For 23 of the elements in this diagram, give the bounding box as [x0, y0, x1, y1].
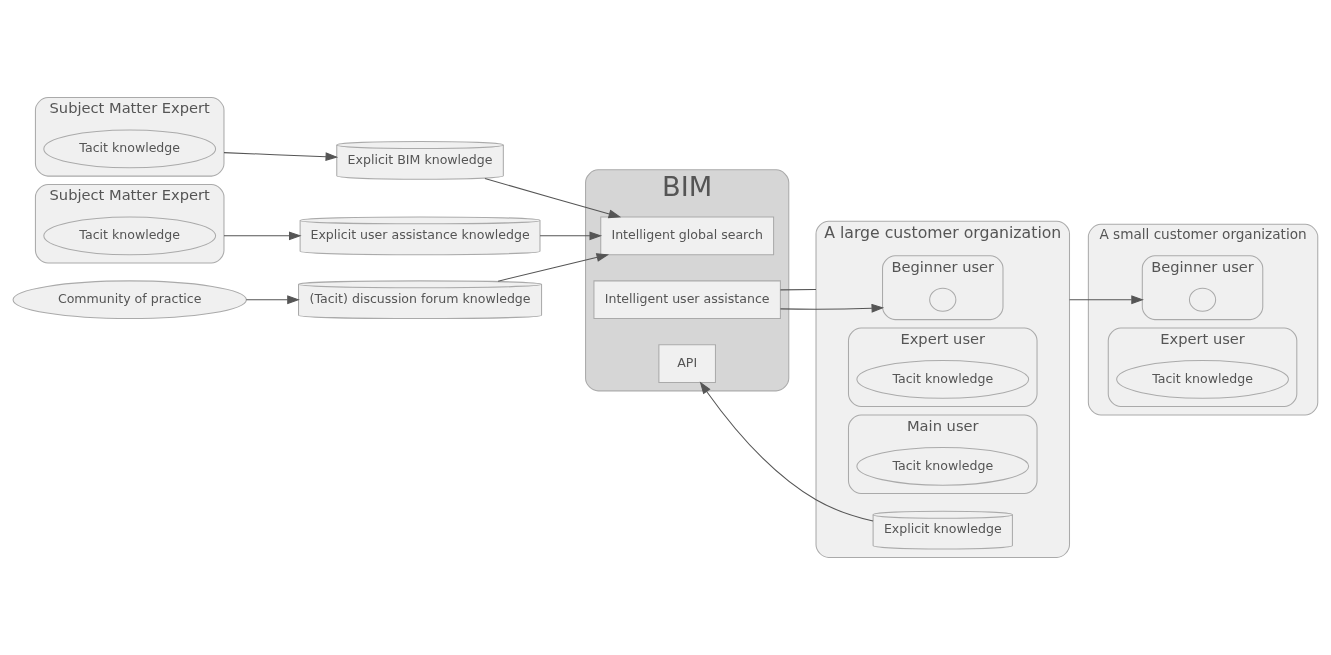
node-ellipse: Tacit knowledge [43, 129, 217, 169]
node-cloud [1188, 287, 1217, 312]
arrow [497, 253, 610, 282]
cluster: Beginner user [882, 255, 1004, 321]
node-ellipse: Tacit knowledge [856, 446, 1030, 486]
node-ellipse: Community of practice [12, 280, 247, 320]
arrow [223, 152, 339, 162]
node-ellipse: Tacit knowledge [43, 216, 217, 256]
arrow [245, 295, 300, 305]
connector [779, 289, 817, 291]
arrow [484, 178, 622, 219]
node-box: Intelligent user assistance [593, 280, 781, 320]
arrow [539, 231, 603, 241]
node-box: API [658, 344, 716, 383]
cluster: Beginner user [1141, 255, 1264, 321]
node-cloud [929, 287, 957, 312]
node-box: Intelligent global search [600, 216, 775, 256]
node-ellipse: Tacit knowledge [1116, 359, 1289, 399]
arrow [1068, 295, 1144, 305]
node-ellipse: Tacit knowledge [856, 359, 1030, 399]
arrow [223, 231, 302, 241]
arrow [699, 381, 874, 522]
arrow [779, 303, 885, 313]
